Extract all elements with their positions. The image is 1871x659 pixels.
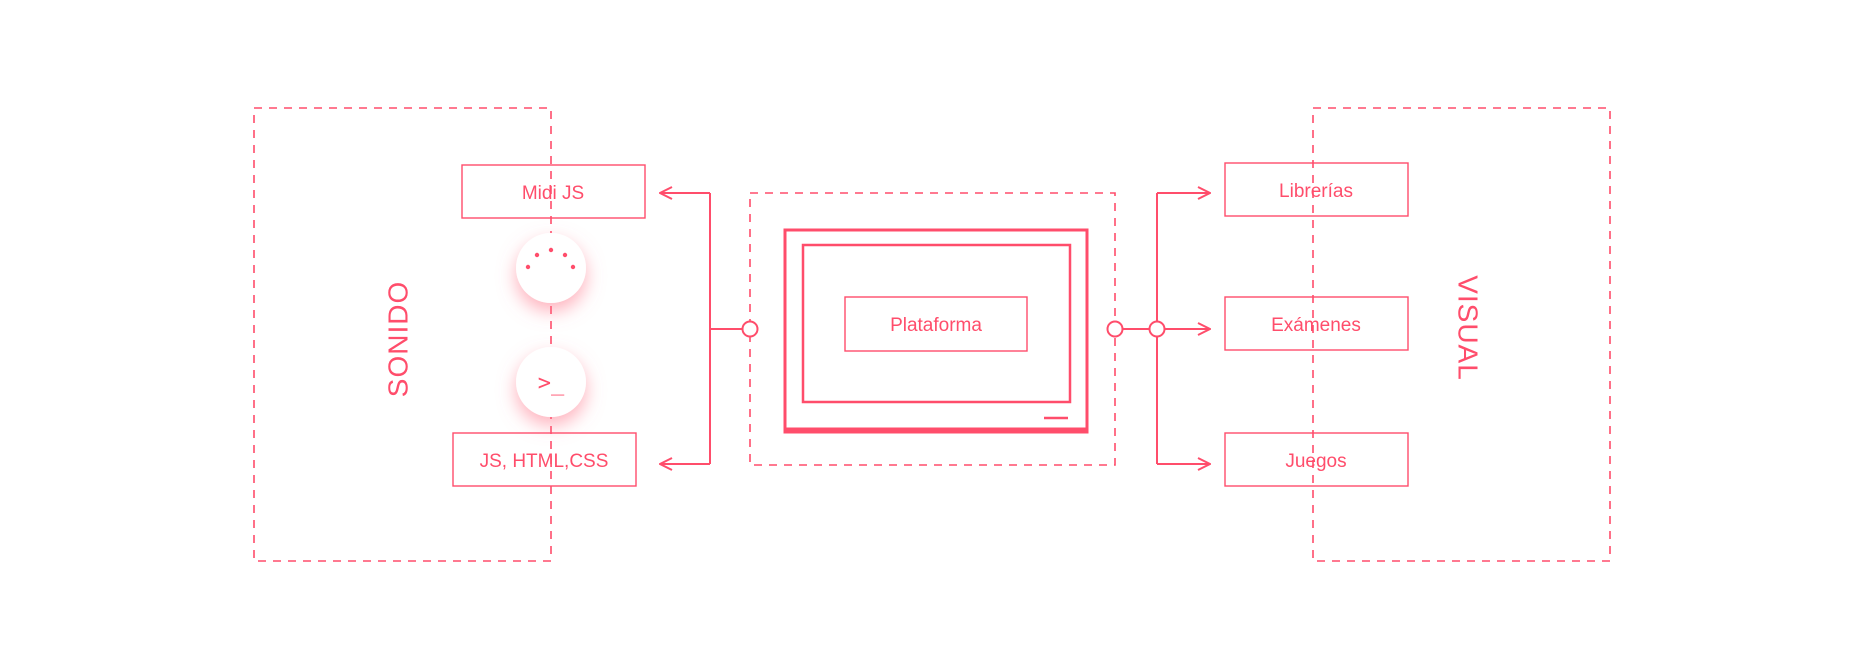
monitor-icon bbox=[783, 228, 1089, 434]
examenes-node-box bbox=[1224, 296, 1409, 351]
midi-js-node-box bbox=[461, 164, 646, 219]
right-junction-node bbox=[1148, 320, 1166, 338]
left-junction-node bbox=[741, 320, 759, 338]
right-connector bbox=[1122, 193, 1210, 464]
librerias-node-box bbox=[1224, 162, 1409, 217]
juegos-label: Juegos bbox=[1285, 451, 1346, 472]
js-html-css-node-box bbox=[452, 432, 637, 487]
terminal-prompt-glyph: >_ bbox=[538, 371, 565, 396]
left-connector bbox=[660, 193, 742, 464]
examenes-label: Exámenes bbox=[1271, 315, 1361, 336]
terminal-prompt-icon: >_ bbox=[516, 347, 586, 417]
sonido-group-label: SONIDO bbox=[382, 281, 413, 397]
midi-connector-icon bbox=[516, 233, 586, 303]
js-html-css-label: JS, HTML,CSS bbox=[480, 451, 609, 472]
juegos-node-box bbox=[1224, 432, 1409, 487]
midi-js-label: Midi JS bbox=[522, 183, 584, 204]
plataforma-node-box bbox=[844, 296, 1028, 352]
platform-output-node bbox=[1106, 320, 1124, 338]
plataforma-label: Plataforma bbox=[890, 315, 982, 336]
visual-group-label: VISUAL bbox=[1453, 275, 1484, 381]
librerias-label: Librerías bbox=[1279, 181, 1353, 202]
